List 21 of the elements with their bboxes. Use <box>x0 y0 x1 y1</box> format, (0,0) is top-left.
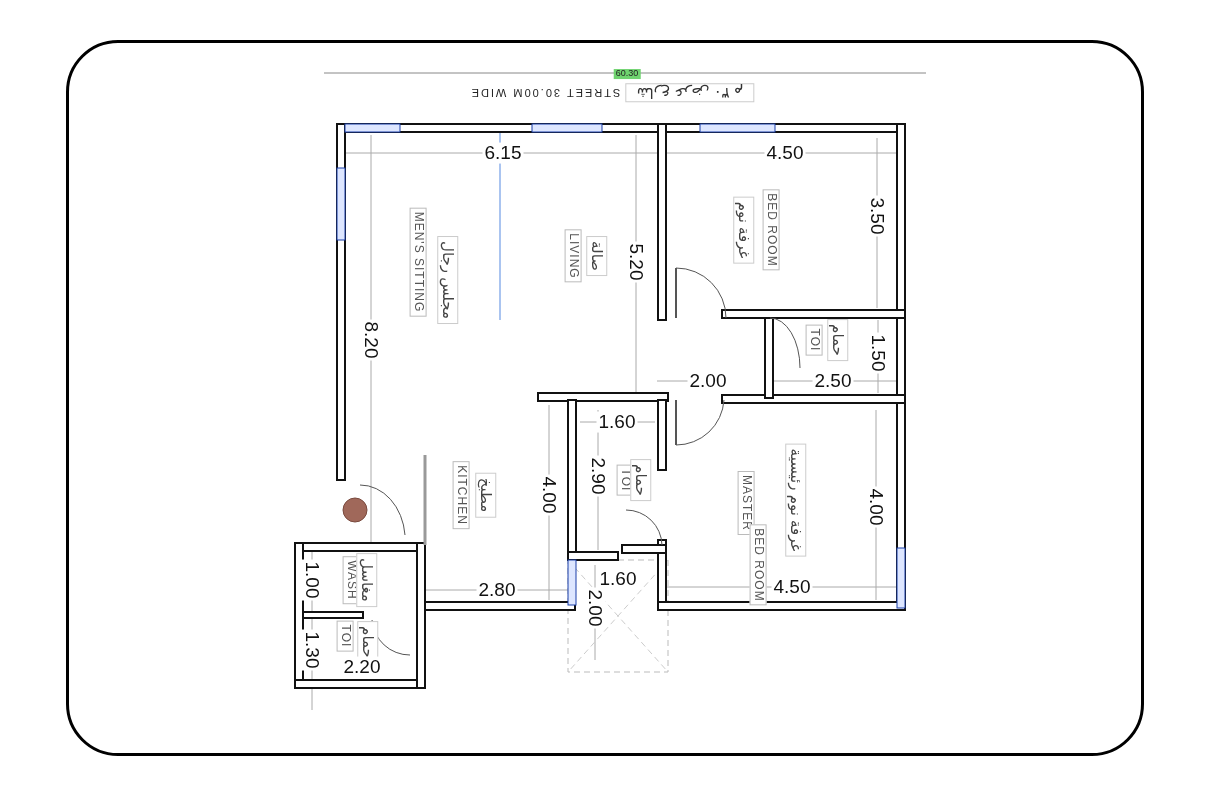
room-name: مجلس رجال <box>437 236 459 324</box>
room-name: غرفة نوم رئيسية <box>785 443 807 557</box>
street-name: شارع عرض ٣٠ م <box>625 83 755 103</box>
dimension-value: 6.15 <box>482 142 524 164</box>
room-name: مطبخ <box>475 472 497 518</box>
room-name: BED ROOM <box>749 524 767 606</box>
room-name: حمام <box>827 319 849 361</box>
room-name: صالة <box>586 236 608 276</box>
room-name: KITCHEN <box>452 461 470 529</box>
room-name: BED ROOM <box>762 189 780 271</box>
room-name: غرفة نوم <box>733 196 755 264</box>
room-name: حمام <box>630 459 652 501</box>
room-name: LIVING <box>564 229 582 283</box>
room-name: MASTER <box>737 471 755 535</box>
room-name: TOI <box>805 324 823 356</box>
room-name: MEN'S SITTING <box>409 207 427 317</box>
room-name: مغاسل <box>356 553 378 607</box>
street-name: STREET 30.00M WIDE <box>469 86 621 100</box>
measurement-tag: 60.30 <box>613 69 641 79</box>
room-name: TOI <box>336 620 354 652</box>
dimension-value: 1.60 <box>596 411 638 433</box>
